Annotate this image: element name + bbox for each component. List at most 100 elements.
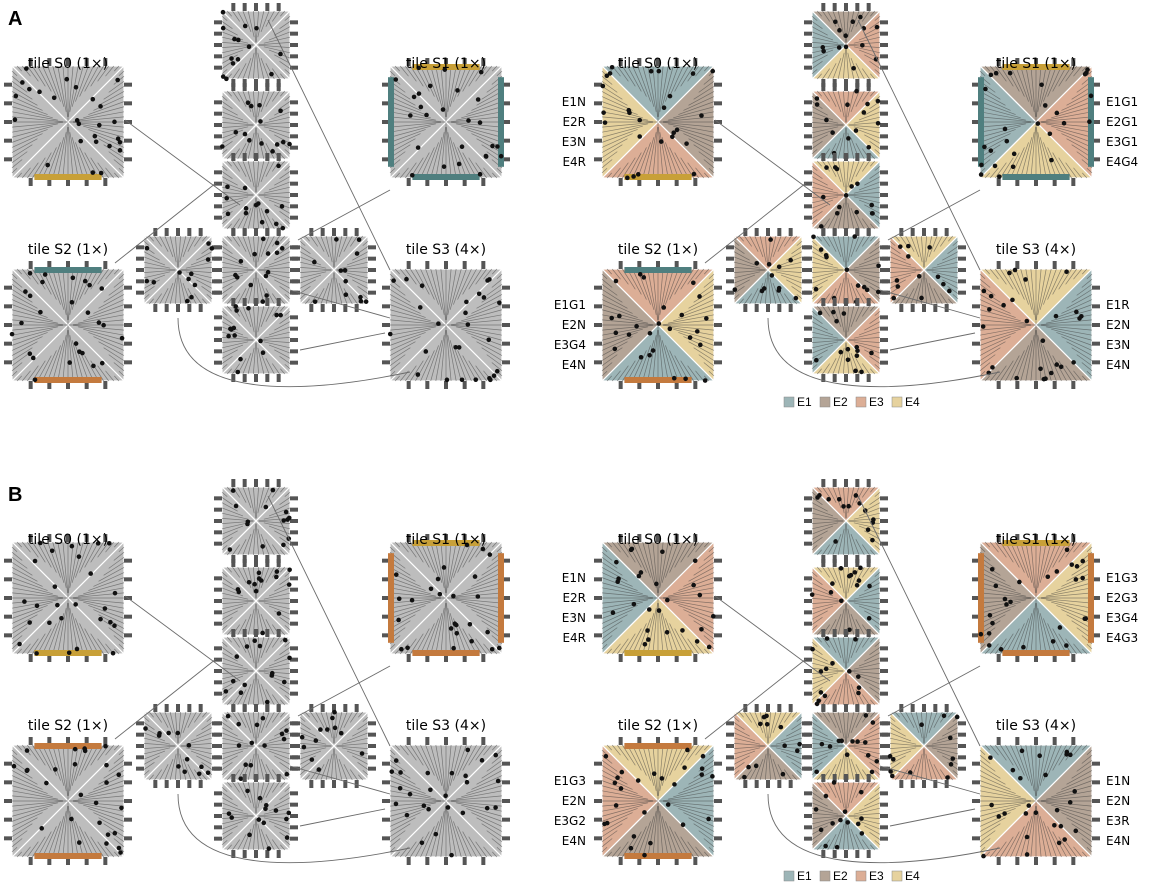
strand-line xyxy=(1036,541,1042,593)
handle xyxy=(136,245,144,250)
dot xyxy=(9,331,15,337)
strand-line xyxy=(449,816,462,858)
strand-line xyxy=(247,823,255,851)
strand-line xyxy=(864,204,881,214)
handle xyxy=(594,323,602,327)
strand-line xyxy=(811,545,818,551)
strand-line xyxy=(221,512,249,520)
strand-line xyxy=(221,825,238,835)
handle xyxy=(726,268,734,272)
strand-line xyxy=(221,497,233,505)
dot xyxy=(442,67,448,72)
strand-line xyxy=(389,106,431,119)
handle xyxy=(637,654,642,662)
dot xyxy=(1010,297,1015,303)
strand-line xyxy=(280,235,286,242)
strand-line xyxy=(221,116,249,124)
handle xyxy=(594,82,602,87)
strand-line xyxy=(874,310,881,316)
strand-line xyxy=(837,566,845,594)
handle xyxy=(804,31,812,36)
handle xyxy=(382,138,390,143)
strand-line xyxy=(42,65,57,97)
strand-line xyxy=(874,716,881,722)
dot xyxy=(830,821,835,826)
strand-line xyxy=(425,65,439,102)
strand-line xyxy=(870,223,876,230)
strand-line xyxy=(118,546,125,552)
strand-line xyxy=(853,126,881,134)
strand-line xyxy=(52,268,65,310)
handle xyxy=(972,614,980,619)
handle xyxy=(124,138,132,143)
strand-line xyxy=(449,137,462,179)
handle xyxy=(1015,654,1020,662)
dot xyxy=(441,164,447,169)
handle xyxy=(972,817,980,822)
strand-line xyxy=(936,732,959,742)
strand-line xyxy=(389,326,436,336)
strand-line xyxy=(62,806,68,858)
dot xyxy=(833,19,838,25)
handle xyxy=(254,3,258,11)
strand-line xyxy=(265,764,275,781)
strand-line xyxy=(874,571,881,577)
strand-line xyxy=(226,153,232,160)
strand-line xyxy=(850,828,860,851)
strand-line xyxy=(837,132,845,160)
strand-line xyxy=(811,732,834,742)
strand-line xyxy=(113,551,125,561)
dot xyxy=(993,70,999,76)
edge-label: E1G3 xyxy=(554,774,586,788)
strand-line xyxy=(979,341,1006,356)
strand-line xyxy=(255,748,259,781)
strand-line xyxy=(858,199,881,209)
dot xyxy=(706,816,711,822)
dot xyxy=(782,743,787,748)
strand-line xyxy=(601,644,608,650)
strand-line xyxy=(979,332,1016,346)
dot xyxy=(299,734,305,740)
strand-line xyxy=(389,785,431,798)
strand-line xyxy=(394,744,400,751)
strand-line xyxy=(979,299,1011,314)
strand-line xyxy=(816,549,822,556)
handle xyxy=(726,721,734,726)
dot xyxy=(102,606,108,611)
dot xyxy=(313,738,319,743)
strand-line xyxy=(688,614,715,629)
handle xyxy=(972,836,980,841)
handle xyxy=(844,559,848,567)
strand-line xyxy=(258,42,291,46)
dot xyxy=(451,645,456,651)
strand-line xyxy=(601,362,613,372)
handle xyxy=(47,857,52,865)
handle xyxy=(958,290,966,295)
strand-line xyxy=(979,795,1031,801)
handle xyxy=(714,285,722,290)
strand-line xyxy=(389,332,426,346)
strand-line xyxy=(811,507,834,517)
strand-line xyxy=(284,716,291,722)
dot xyxy=(242,682,248,688)
dot xyxy=(859,831,865,836)
strand-line xyxy=(389,129,426,143)
strand-line xyxy=(862,68,870,80)
strand-line xyxy=(232,711,240,723)
strand-line xyxy=(83,804,125,817)
strand-line xyxy=(221,802,244,812)
handle xyxy=(777,304,782,312)
strand-line xyxy=(652,127,658,179)
strand-line xyxy=(179,711,187,739)
connector-line xyxy=(267,495,391,747)
strand-line xyxy=(979,328,1021,341)
handle xyxy=(368,256,376,261)
strand-line xyxy=(476,91,503,106)
handle xyxy=(804,576,812,581)
dot xyxy=(656,608,662,613)
handle xyxy=(821,83,826,91)
handle xyxy=(933,228,938,236)
dot xyxy=(631,834,637,839)
strand-line xyxy=(979,304,1016,318)
strand-line xyxy=(258,339,291,343)
